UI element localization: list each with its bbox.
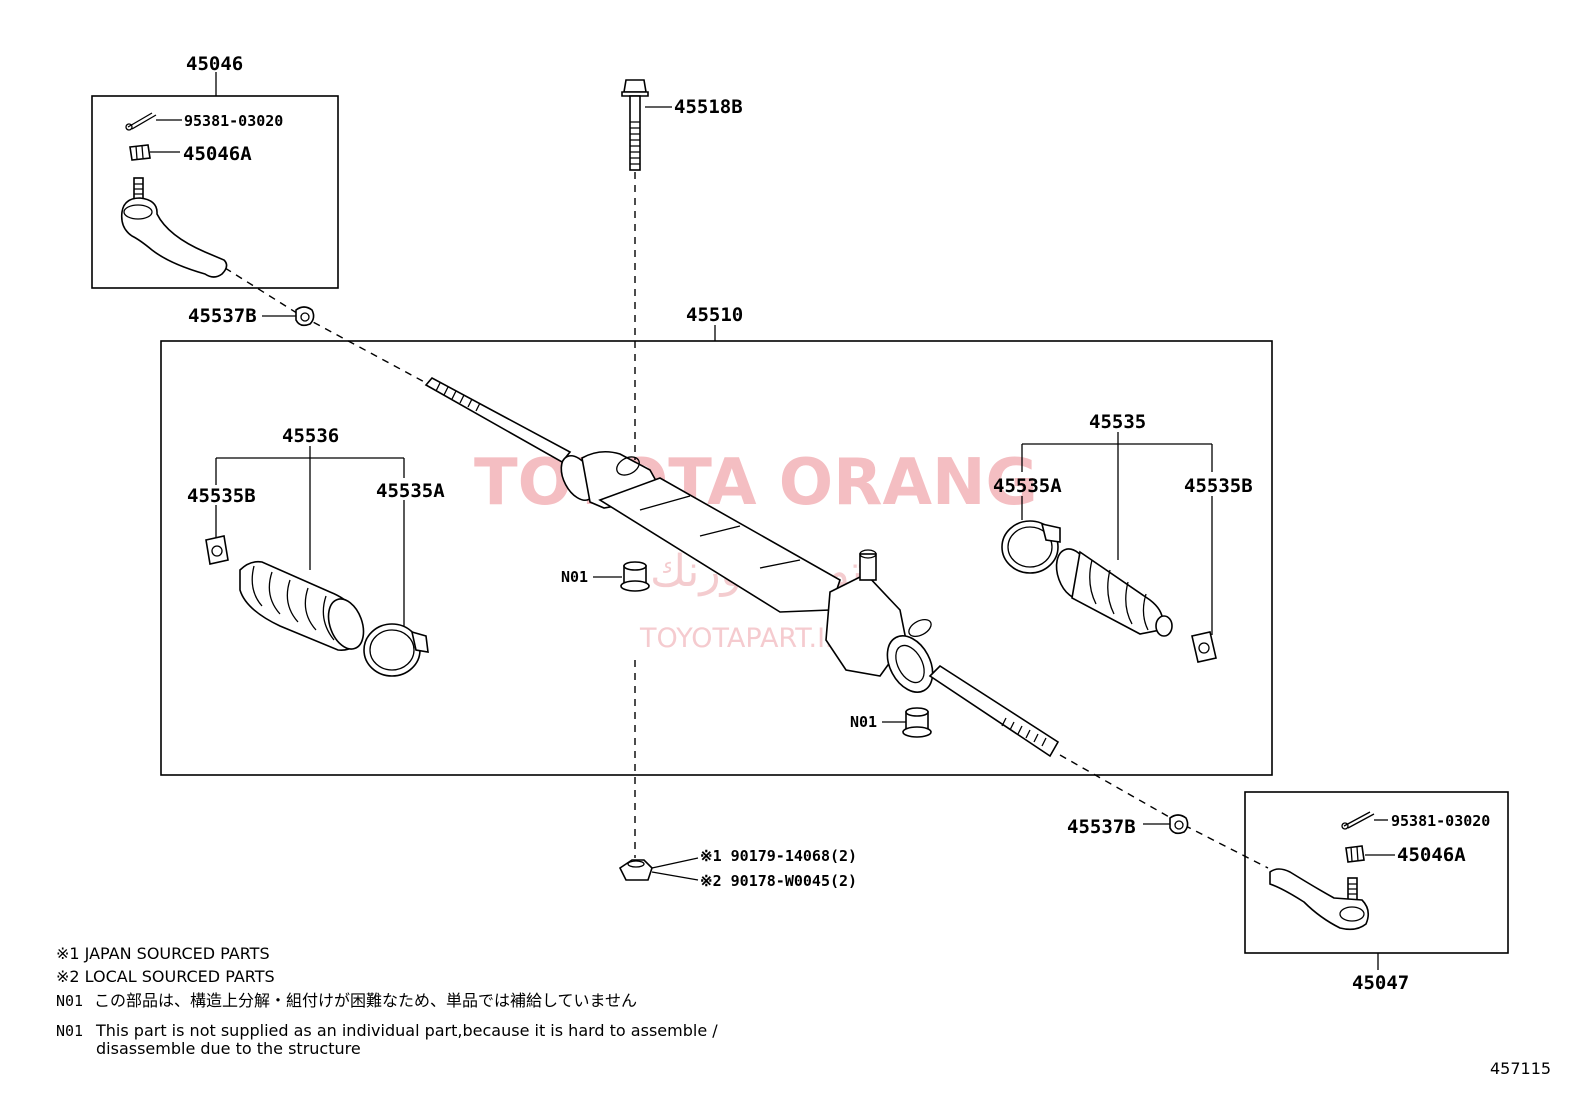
clamp-45535A-left — [363, 623, 429, 677]
label-45535A-right: 45535A — [993, 475, 1062, 497]
label-n01-upper: N01 — [561, 568, 588, 586]
cotter-pin-right — [1341, 811, 1375, 830]
bushing-n01-upper — [620, 561, 650, 592]
label-45046A-right: 45046A — [1397, 844, 1466, 866]
label-45510: 45510 — [686, 304, 743, 326]
label-45518B: 45518B — [674, 96, 743, 118]
label-45535A-left: 45535A — [376, 480, 445, 502]
label-95381-left: 95381-03020 — [184, 112, 283, 130]
boot-45535 — [1055, 548, 1173, 637]
label-45535B-left: 45535B — [187, 485, 256, 507]
cotter-pin-left — [125, 112, 157, 131]
mounting-nut — [618, 859, 653, 881]
label-nut-1: ※1 90179-14068(2) — [700, 847, 857, 865]
label-45535: 45535 — [1089, 411, 1146, 433]
figure-id: 457115 — [1490, 1059, 1551, 1078]
note-n01-english-line2: disassemble due to the structure — [96, 1039, 361, 1058]
leaders — [150, 72, 1395, 970]
dash-left-tierod — [224, 267, 431, 386]
note-n01-japanese: この部品は、構造上分解・組付けが困難なため、単品では補給していません — [94, 991, 637, 1010]
boot-45536 — [239, 560, 365, 651]
boot-clip-right — [1169, 814, 1189, 835]
tie-rod-end-right — [1269, 868, 1370, 931]
label-45537B-left: 45537B — [188, 305, 257, 327]
label-nut-2: ※2 90178-W0045(2) — [700, 872, 857, 890]
note-n01-english-line1: This part is not supplied as an individu… — [95, 1021, 718, 1040]
mounting-bolt — [621, 79, 649, 171]
clip-45535B-left — [205, 535, 229, 565]
clamp-45535A-right — [1001, 520, 1061, 574]
dash-right-tierod — [1059, 754, 1269, 869]
box-45510 — [160, 340, 1273, 776]
label-n01-lower: N01 — [850, 713, 877, 731]
watermark-site: TOYOTAPART.IR — [639, 623, 844, 654]
castle-nut-right — [1345, 845, 1365, 863]
box-45047 — [1244, 791, 1509, 954]
label-45535B-right: 45535B — [1184, 475, 1253, 497]
label-45046A-left: 45046A — [183, 143, 252, 165]
label-45536: 45536 — [282, 425, 339, 447]
label-45047: 45047 — [1352, 972, 1409, 994]
clip-45535B-right — [1191, 631, 1217, 663]
note-n01-code-jp: N01 — [56, 992, 83, 1010]
bushing-n01-lower — [902, 707, 932, 738]
castle-nut-left — [129, 144, 151, 161]
note-japan-sourced: ※1 JAPAN SOURCED PARTS — [56, 944, 270, 963]
boot-clip-left — [295, 306, 315, 327]
tie-rod-end-left — [120, 177, 228, 278]
steering-rack — [424, 376, 1060, 758]
label-45537B-right: 45537B — [1067, 816, 1136, 838]
note-n01-code-en: N01 — [56, 1022, 83, 1040]
label-95381-right: 95381-03020 — [1391, 812, 1490, 830]
note-local-sourced: ※2 LOCAL SOURCED PARTS — [56, 967, 275, 986]
box-45046 — [91, 95, 339, 289]
label-45046: 45046 — [186, 53, 243, 75]
